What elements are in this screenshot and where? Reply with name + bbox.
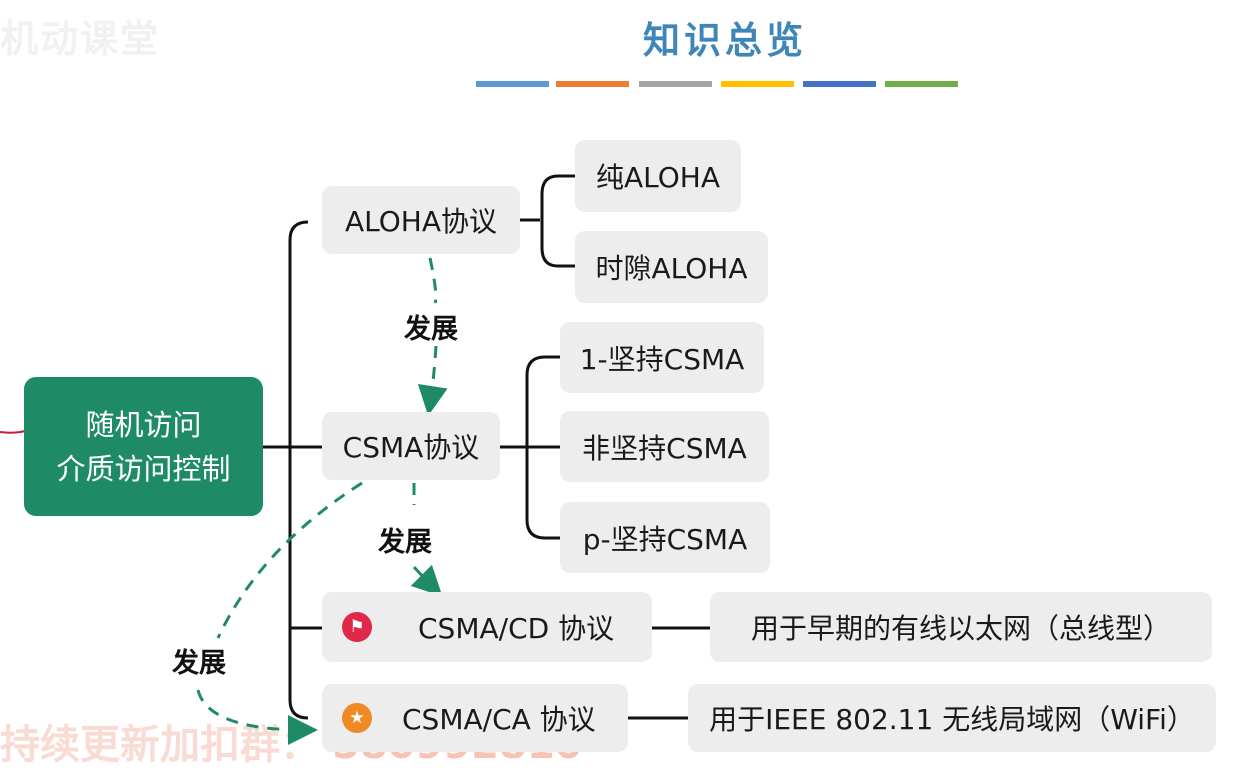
develop-arrow-3a xyxy=(216,481,363,639)
color-bar-3 xyxy=(639,81,712,87)
color-bar-6 xyxy=(885,81,958,87)
csma-protocol-node: CSMA协议 xyxy=(322,412,500,480)
develop-label-3: 发展 xyxy=(172,648,226,679)
csma-ca-node: ★ CSMA/CA 协议 xyxy=(322,684,628,752)
csma-cd-node: ⚑ CSMA/CD 协议 xyxy=(322,592,652,662)
flag-star-icon: ⚑ xyxy=(342,612,372,642)
color-bar-4 xyxy=(721,81,794,87)
pure-aloha-node: 纯ALOHA xyxy=(575,140,741,212)
p-persistent-csma-node: p-坚持CSMA xyxy=(560,502,770,573)
root-line-2: 介质访问控制 xyxy=(56,451,231,486)
develop-label-2: 发展 xyxy=(378,527,432,558)
color-bar-1 xyxy=(476,81,549,87)
slotted-aloha-node: 时隙ALOHA xyxy=(575,231,768,303)
csma-cd-label: CSMA/CD 协议 xyxy=(418,612,615,645)
aloha-bracket xyxy=(540,174,559,268)
star-badge-icon: ★ xyxy=(342,703,372,733)
csma-ca-label: CSMA/CA 协议 xyxy=(402,703,596,736)
csma-ca-description: 用于IEEE 802.11 无线局域网（WiFi） xyxy=(688,684,1216,752)
aloha-protocol-node: ALOHA协议 xyxy=(322,186,520,254)
root-node: 随机访问 介质访问控制 xyxy=(24,377,263,516)
watermark-top: 机动课堂 xyxy=(0,17,161,61)
main-spine xyxy=(288,220,309,720)
csma-cd-description: 用于早期的有线以太网（总线型） xyxy=(710,592,1212,662)
1-persistent-csma-node: 1-坚持CSMA xyxy=(560,322,764,393)
root-line-1: 随机访问 xyxy=(85,407,202,442)
non-persistent-csma-node: 非坚持CSMA xyxy=(560,411,769,482)
page-title: 知识总览 xyxy=(643,18,807,62)
color-bar-2 xyxy=(556,81,629,87)
develop-arrow-1a xyxy=(428,257,438,304)
develop-arrow-2b xyxy=(410,564,443,597)
develop-label-1: 发展 xyxy=(404,314,458,345)
develop-arrow-1b xyxy=(417,345,448,416)
color-bar-5 xyxy=(803,81,876,87)
develop-arrow-3b xyxy=(196,689,318,745)
